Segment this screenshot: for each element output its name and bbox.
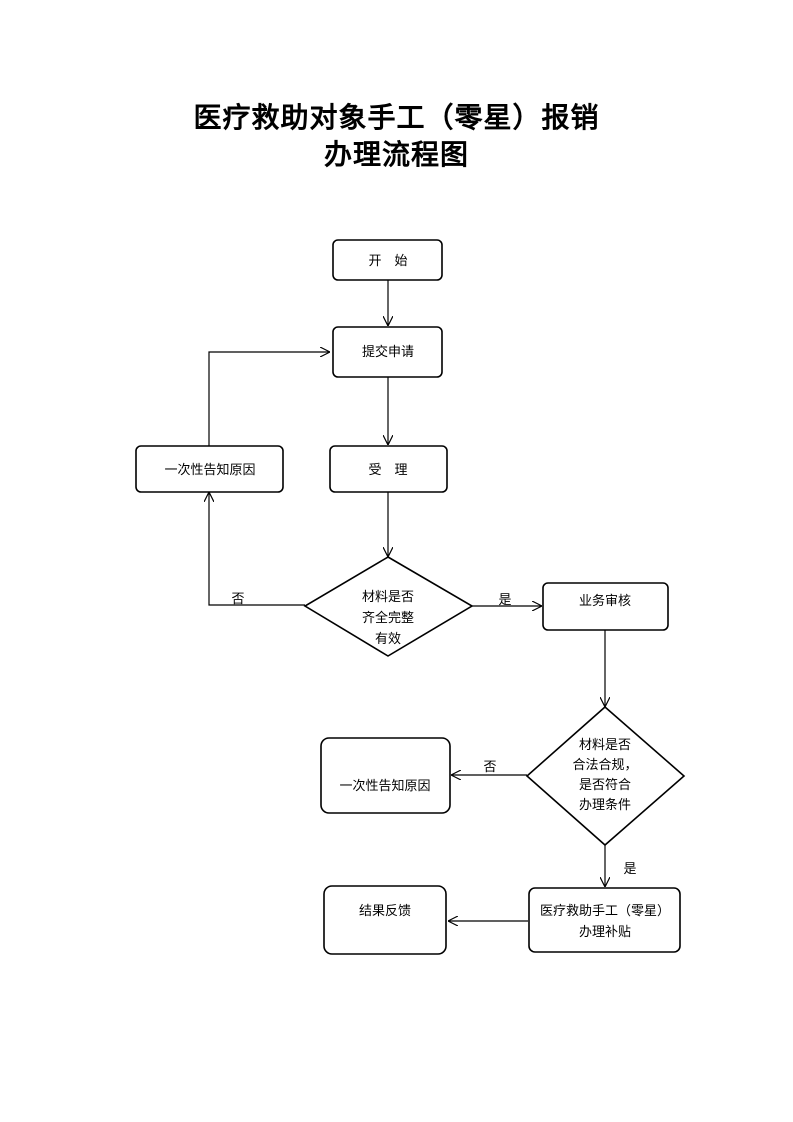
connectors <box>209 280 605 921</box>
page-title-line1: 医疗救助对象手工（零星）报销 <box>193 101 600 134</box>
node-notify1-label: 一次性告知原因 <box>164 462 255 478</box>
node-check2-label-1: 材料是否 <box>579 738 631 753</box>
node-accept <box>329 445 448 493</box>
node-review-label: 业务审核 <box>579 593 631 609</box>
node-accept-label: 受 理 <box>368 463 407 478</box>
node-submit-label: 提交申请 <box>362 344 414 360</box>
node-check2-label-3: 是否符合 <box>579 777 631 793</box>
node-check1-label-2: 齐全完整 <box>362 610 414 626</box>
node-start <box>332 239 443 281</box>
node-feedback <box>323 885 447 955</box>
node-check1-label-1: 材料是否 <box>362 590 414 605</box>
node-check2-label-4: 办理条件 <box>579 797 631 813</box>
node-submit <box>332 326 443 378</box>
node-check2 <box>525 705 686 847</box>
node-check1-label-3: 有效 <box>375 632 401 647</box>
edge-notify1-submit <box>208 352 330 446</box>
node-review <box>542 582 669 631</box>
node-subsidy <box>528 887 681 953</box>
node-notify2-label: 一次性告知原因 <box>339 778 430 794</box>
edge-label-check1-yes: 是 <box>498 593 511 608</box>
node-feedback-label: 结果反馈 <box>359 904 411 919</box>
node-subsidy-label-2: 办理补贴 <box>579 925 631 940</box>
node-check2-label-2: 合法合规， <box>572 758 637 773</box>
edge-check1-notify1 <box>209 492 305 606</box>
node-subsidy-label-1: 医疗救助手工（零星） <box>540 903 670 919</box>
node-notify1 <box>135 445 284 493</box>
page-title-line2: 办理流程图 <box>323 138 469 171</box>
node-notify2 <box>320 737 451 814</box>
edge-label-check1-no: 否 <box>231 592 244 607</box>
edge-label-check2-no: 否 <box>483 760 496 775</box>
node-start-label: 开 始 <box>368 254 407 269</box>
edge-label-check2-yes: 是 <box>623 862 636 877</box>
node-check1 <box>303 556 474 657</box>
